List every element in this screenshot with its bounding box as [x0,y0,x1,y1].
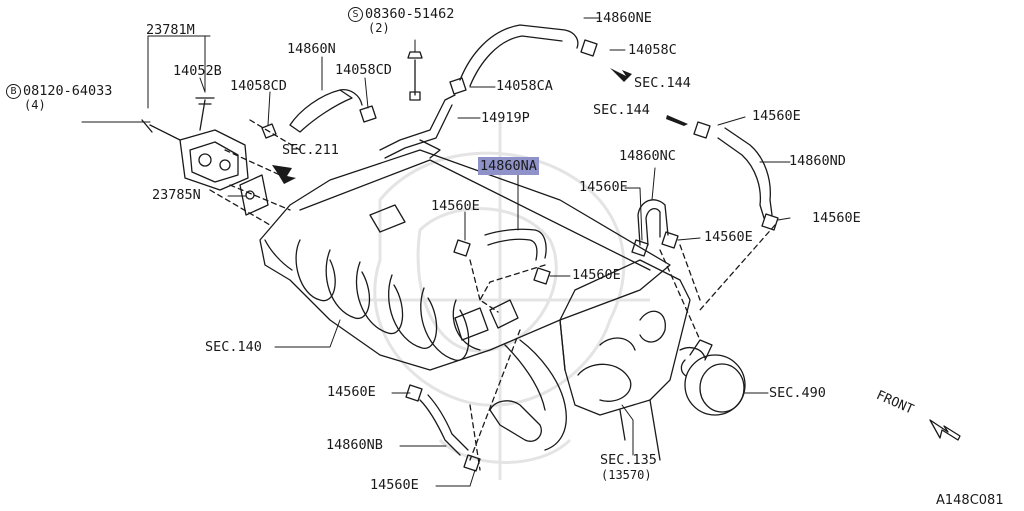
part-label-14560E-nc[interactable]: 14560E [579,179,628,195]
hose-14860NB [419,394,469,456]
lower-pipe [489,339,567,451]
aux-air-control-valve [141,97,249,191]
bolt-symbol-b-icon: B [6,84,21,99]
part-label-23785N[interactable]: 23785N [152,187,201,203]
part-label-23781M[interactable]: 23781M [146,22,195,38]
part-label-14560E-lower[interactable]: 14560E [327,384,376,400]
section-label-sec135[interactable]: SEC.135 [600,452,657,468]
hose-14860NE [459,24,579,87]
hose-14860N [289,89,363,133]
part-label-14058CD-left[interactable]: 14058CD [230,78,287,94]
hose-14860NC [637,199,669,246]
part-number-08120-64033: 08120-64033 [23,83,113,99]
canister-port [679,347,706,359]
screw-symbol-s-icon: S [348,7,363,22]
section-label-sec490[interactable]: SEC.490 [769,385,826,401]
hose-14860ND [717,127,773,219]
arrow-sec144b-icon [666,115,688,126]
part-label-14860NE[interactable]: 14860NE [595,10,652,26]
diagram-reference-code: A148C081 [936,493,1004,508]
part-label-14560E-mid[interactable]: 14560E [431,198,480,214]
part-label-14860NB[interactable]: 14860NB [326,437,383,453]
leader-lines [81,17,791,487]
collector-housing [559,259,691,461]
part-label-14052B[interactable]: 14052B [173,63,222,79]
vacuum-canister [680,339,746,416]
arrow-sec211-icon [272,165,296,184]
direction-arrows [272,68,688,184]
part-qty-08120: (4) [24,98,46,112]
intake-manifold [259,149,671,371]
arrow-sec144a-icon [610,68,632,82]
highlighted-part-14860NA: 14860NA [478,157,539,175]
section-label-sec211[interactable]: SEC.211 [282,142,339,158]
part-label-14560E-rightmid[interactable]: 14560E [704,229,753,245]
bolt-icons [407,51,423,101]
hose-14860NA [484,228,547,261]
part-label-14919P[interactable]: 14919P [481,110,530,126]
assembly-guide-lines [209,119,776,471]
part-label-14860ND[interactable]: 14860ND [789,153,846,169]
part-label-14860NA[interactable]: 14860NA [478,157,539,175]
front-arrow-icon [929,419,961,441]
part-label-14058C[interactable]: 14058C [628,42,677,58]
part-label-14560E-center[interactable]: 14560E [572,267,621,283]
section-label-sec140[interactable]: SEC.140 [205,339,262,355]
part-label-14860NC[interactable]: 14860NC [619,148,676,164]
part-label-14058CD-right[interactable]: 14058CD [335,62,392,78]
section-label-sec144-upper[interactable]: SEC.144 [634,75,691,91]
part-label-14058CA[interactable]: 14058CA [496,78,553,94]
part-label-14560E-right[interactable]: 14560E [812,210,861,226]
part-label-14560E-top[interactable]: 14560E [752,108,801,124]
hose-14919P [379,94,456,159]
emblem-watermark-icon [360,120,650,480]
part-label-14560E-bottom[interactable]: 14560E [370,477,419,493]
part-qty-08360: (2) [368,21,390,35]
gasket-23785N [239,174,269,216]
part-label-14860N[interactable]: 14860N [287,41,336,57]
section-sub-sec135: (13570) [601,468,652,482]
clamp-icons [261,39,779,472]
section-label-sec144-lower[interactable]: SEC.144 [593,102,650,118]
part-number-08360-51462: 08360-51462 [365,6,455,22]
